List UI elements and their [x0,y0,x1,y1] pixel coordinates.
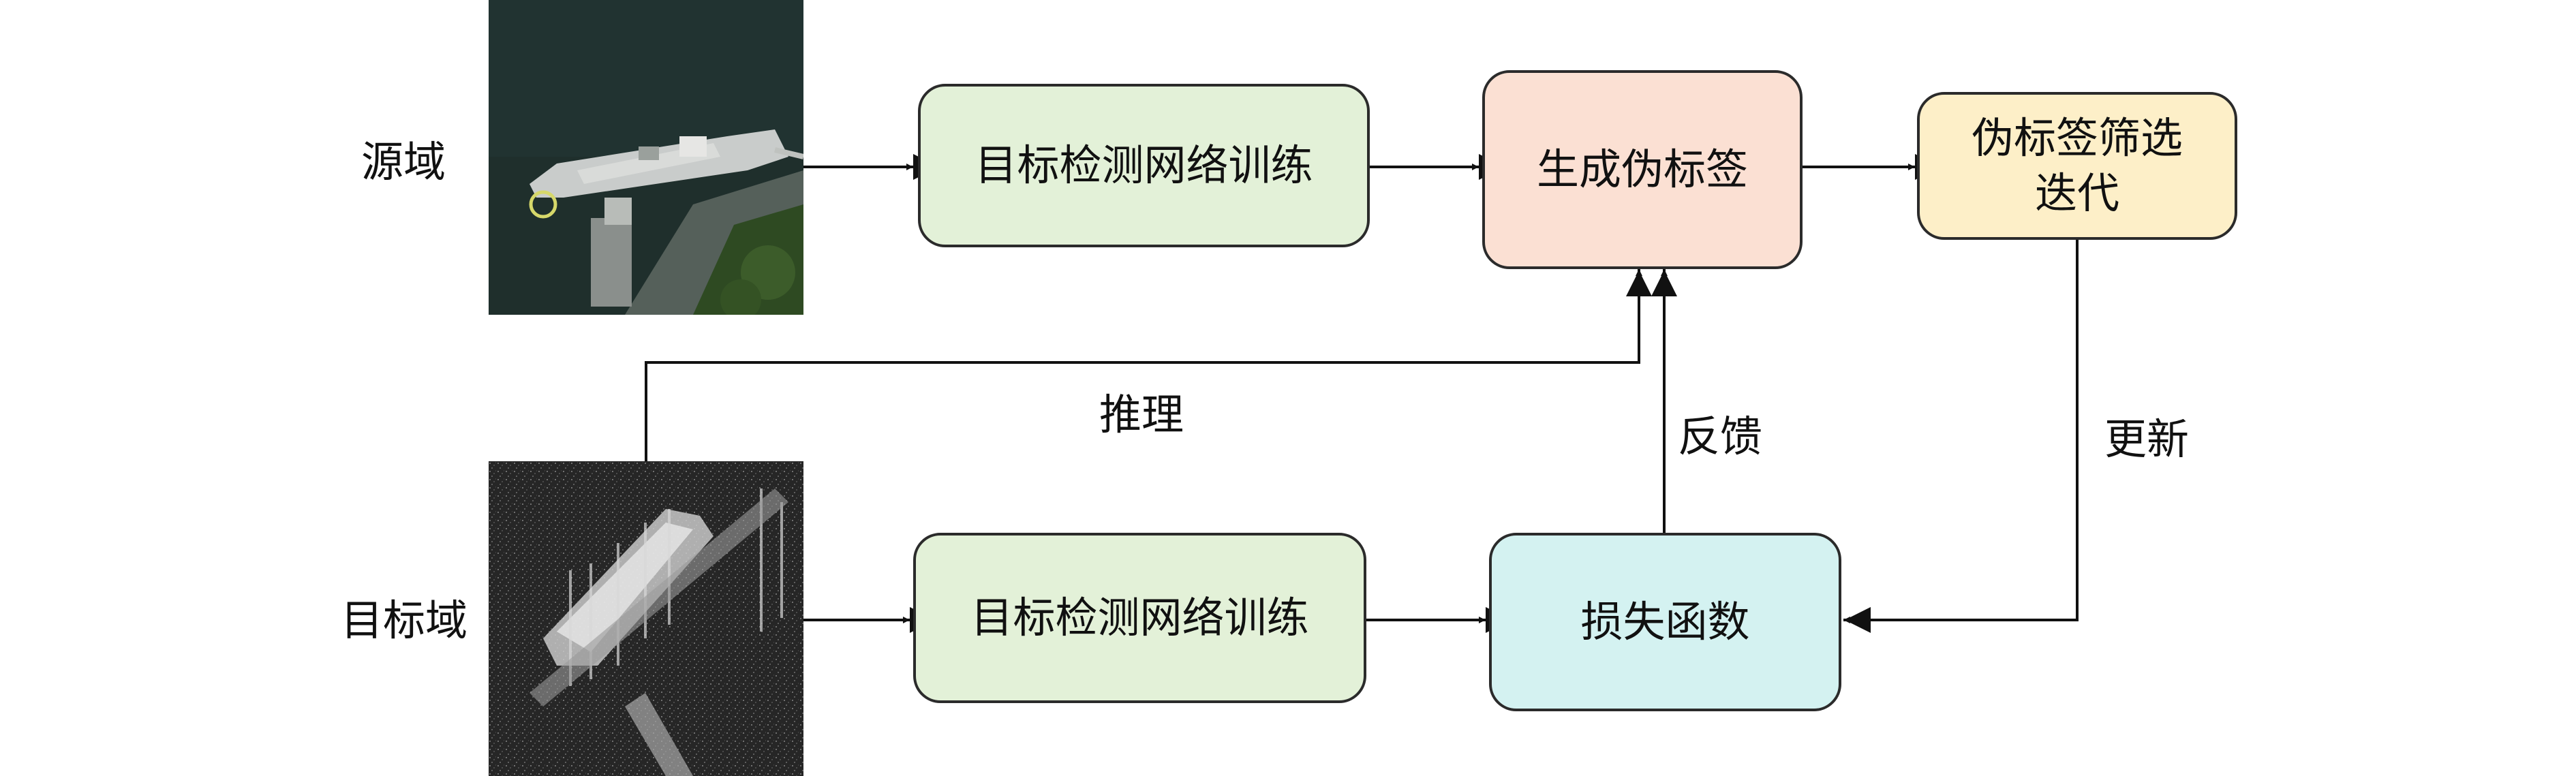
arrow-inference [645,269,1642,461]
target-domain-label: 目标域 [341,595,468,645]
target-domain-image [489,461,803,776]
source-domain-image [489,0,803,315]
node-train-target: 目标检测网络训练 [913,533,1366,703]
arrowhead-feedback [1651,270,1677,296]
edge-label-feedback: 反馈 [1678,412,1763,461]
node-train-target-label: 目标检测网络训练 [970,592,1309,642]
edge-label-inference: 推理 [1099,390,1184,439]
node-train-source-label: 目标检测网络训练 [975,140,1313,190]
node-loss-label: 损失函数 [1580,596,1750,647]
node-train-source: 目标检测网络训练 [918,84,1370,247]
node-filter-iterate: 伪标签筛选 迭代 [1917,92,2237,240]
node-loss: 损失函数 [1489,533,1841,711]
edge-label-update: 更新 [2104,414,2190,464]
source-domain-label: 源域 [361,137,446,187]
node-pseudo-label: 生成伪标签 [1482,70,1803,269]
node-filter-iterate-label: 伪标签筛选 迭代 [1971,112,2183,218]
arrow-update [1843,240,2079,623]
arrowhead-update [1845,607,1871,633]
node-pseudo-label-label: 生成伪标签 [1536,144,1748,194]
arrowhead-inference [1626,270,1652,296]
